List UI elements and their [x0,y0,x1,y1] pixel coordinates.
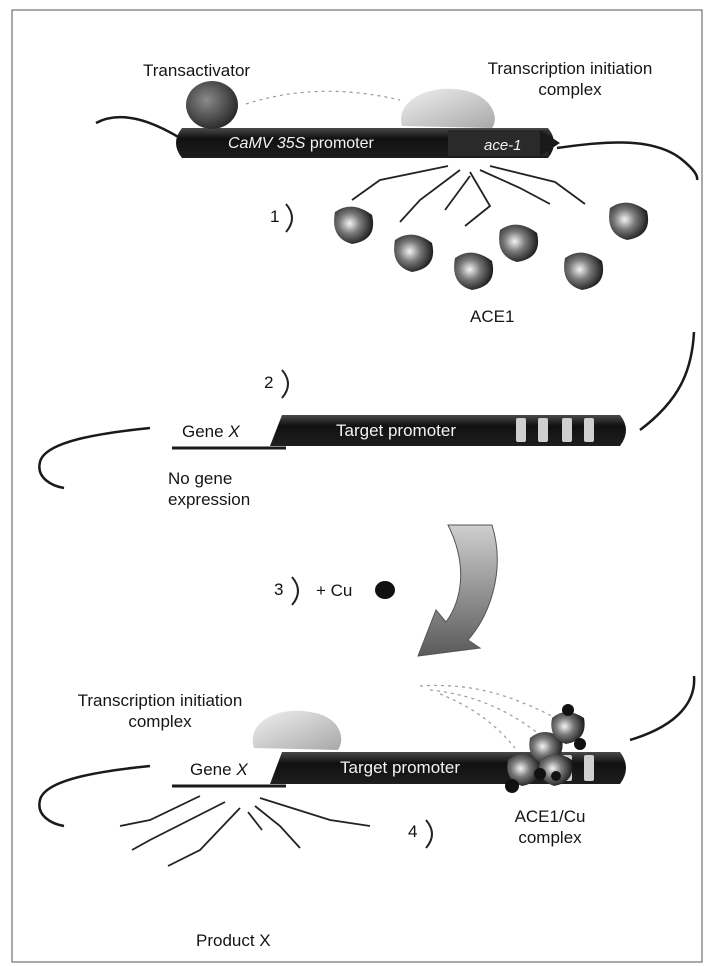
product-x-label: Product X [196,930,271,951]
target-promoter-label-2: Target promoter [340,757,460,778]
copper-ion [375,581,395,599]
tic-top-line1: Transcription initiation [440,58,700,79]
tic-bottom-line2: complex [40,711,280,732]
gene-x2-italic: X [236,760,247,779]
camv-italic: CaMV 35S [228,135,305,152]
mrna-lines-top [352,166,585,226]
plus-cu-label: + Cu [316,580,352,601]
gene-x2-prefix: Gene [190,760,232,779]
step4-paren [426,820,432,848]
dna-strand-left-2 [39,766,150,826]
step4-number: 4 [408,822,417,842]
gene-x-label: Gene X [182,421,240,442]
no-gene-expression-label: No gene expression [168,468,250,510]
tic-bottom-line1: Transcription initiation [40,690,280,711]
tic-bottom-label: Transcription initiation complex [40,690,280,732]
no-gene-line1: No gene [168,468,250,489]
step1-paren [286,204,292,232]
camv-promoter-word: promoter [310,135,374,152]
transactivator-protein [186,81,238,129]
tic-top-line2: complex [440,79,700,100]
step1-number: 1 [270,207,279,227]
curved-arrow [418,525,497,656]
dna-strand-bottom-right [630,676,694,740]
no-gene-line2: expression [168,489,250,510]
interaction-dashes-top [246,91,400,104]
dna-connector [640,332,694,430]
transactivator-label: Transactivator [143,60,250,81]
dna-strand-left [39,428,150,488]
mrna-lines-bottom [120,796,370,866]
gene-x-prefix: Gene [182,422,224,441]
dna-strand-top [96,117,180,138]
ace1-cu-complex-label: ACE1/Cu complex [470,806,630,848]
panel-1 [96,81,697,290]
gene-x-label-2: Gene X [190,759,248,780]
step3-number: 3 [274,580,283,600]
panel-2 [39,370,626,488]
ace1cu-line2: complex [470,827,630,848]
dna-strand-top-right [557,142,697,180]
camv-promoter-label: CaMV 35S promoter [228,133,374,154]
target-promoter-label: Target promoter [336,420,456,441]
tic-top-label: Transcription initiation complex [440,58,700,100]
step2-paren [282,370,288,398]
ace1-gene-label: ace-1 [484,135,522,156]
gene-x-italic: X [228,422,239,441]
ace1-proteins [334,203,648,290]
step3-paren [292,577,298,605]
ace1cu-line1: ACE1/Cu [470,806,630,827]
step2-number: 2 [264,373,273,393]
ace1-protein-label: ACE1 [470,306,514,327]
